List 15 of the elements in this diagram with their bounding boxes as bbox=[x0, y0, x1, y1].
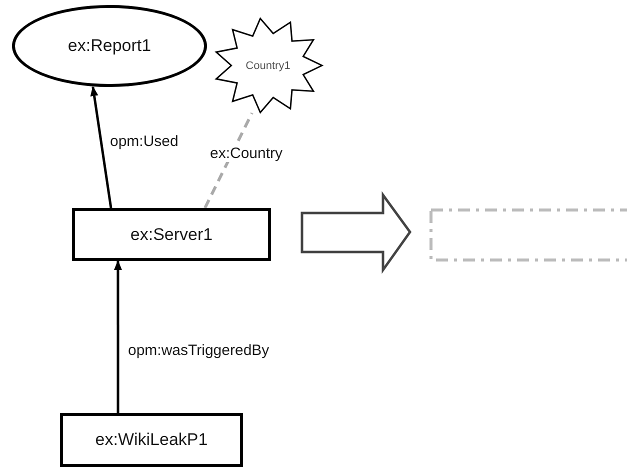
rectangle-node bbox=[72, 208, 271, 261]
arrow bbox=[114, 260, 122, 413]
rectangle-node bbox=[60, 413, 243, 467]
arrow bbox=[90, 86, 112, 208]
dashed-box bbox=[430, 209, 627, 261]
edge-label: opm:Used bbox=[110, 133, 178, 150]
node-label: ex:Server1 bbox=[130, 224, 213, 244]
edge-label: opm:wasTriggeredBy bbox=[128, 342, 270, 359]
edge-label: ex:Country bbox=[210, 145, 283, 162]
burst-node bbox=[214, 18, 322, 113]
node-label: Country1 bbox=[246, 60, 290, 72]
node-label: ex:WikiLeakP1 bbox=[95, 430, 208, 450]
block-arrow bbox=[300, 191, 412, 274]
dashed-line bbox=[204, 112, 254, 209]
node-label: ex:Report1 bbox=[68, 36, 152, 56]
